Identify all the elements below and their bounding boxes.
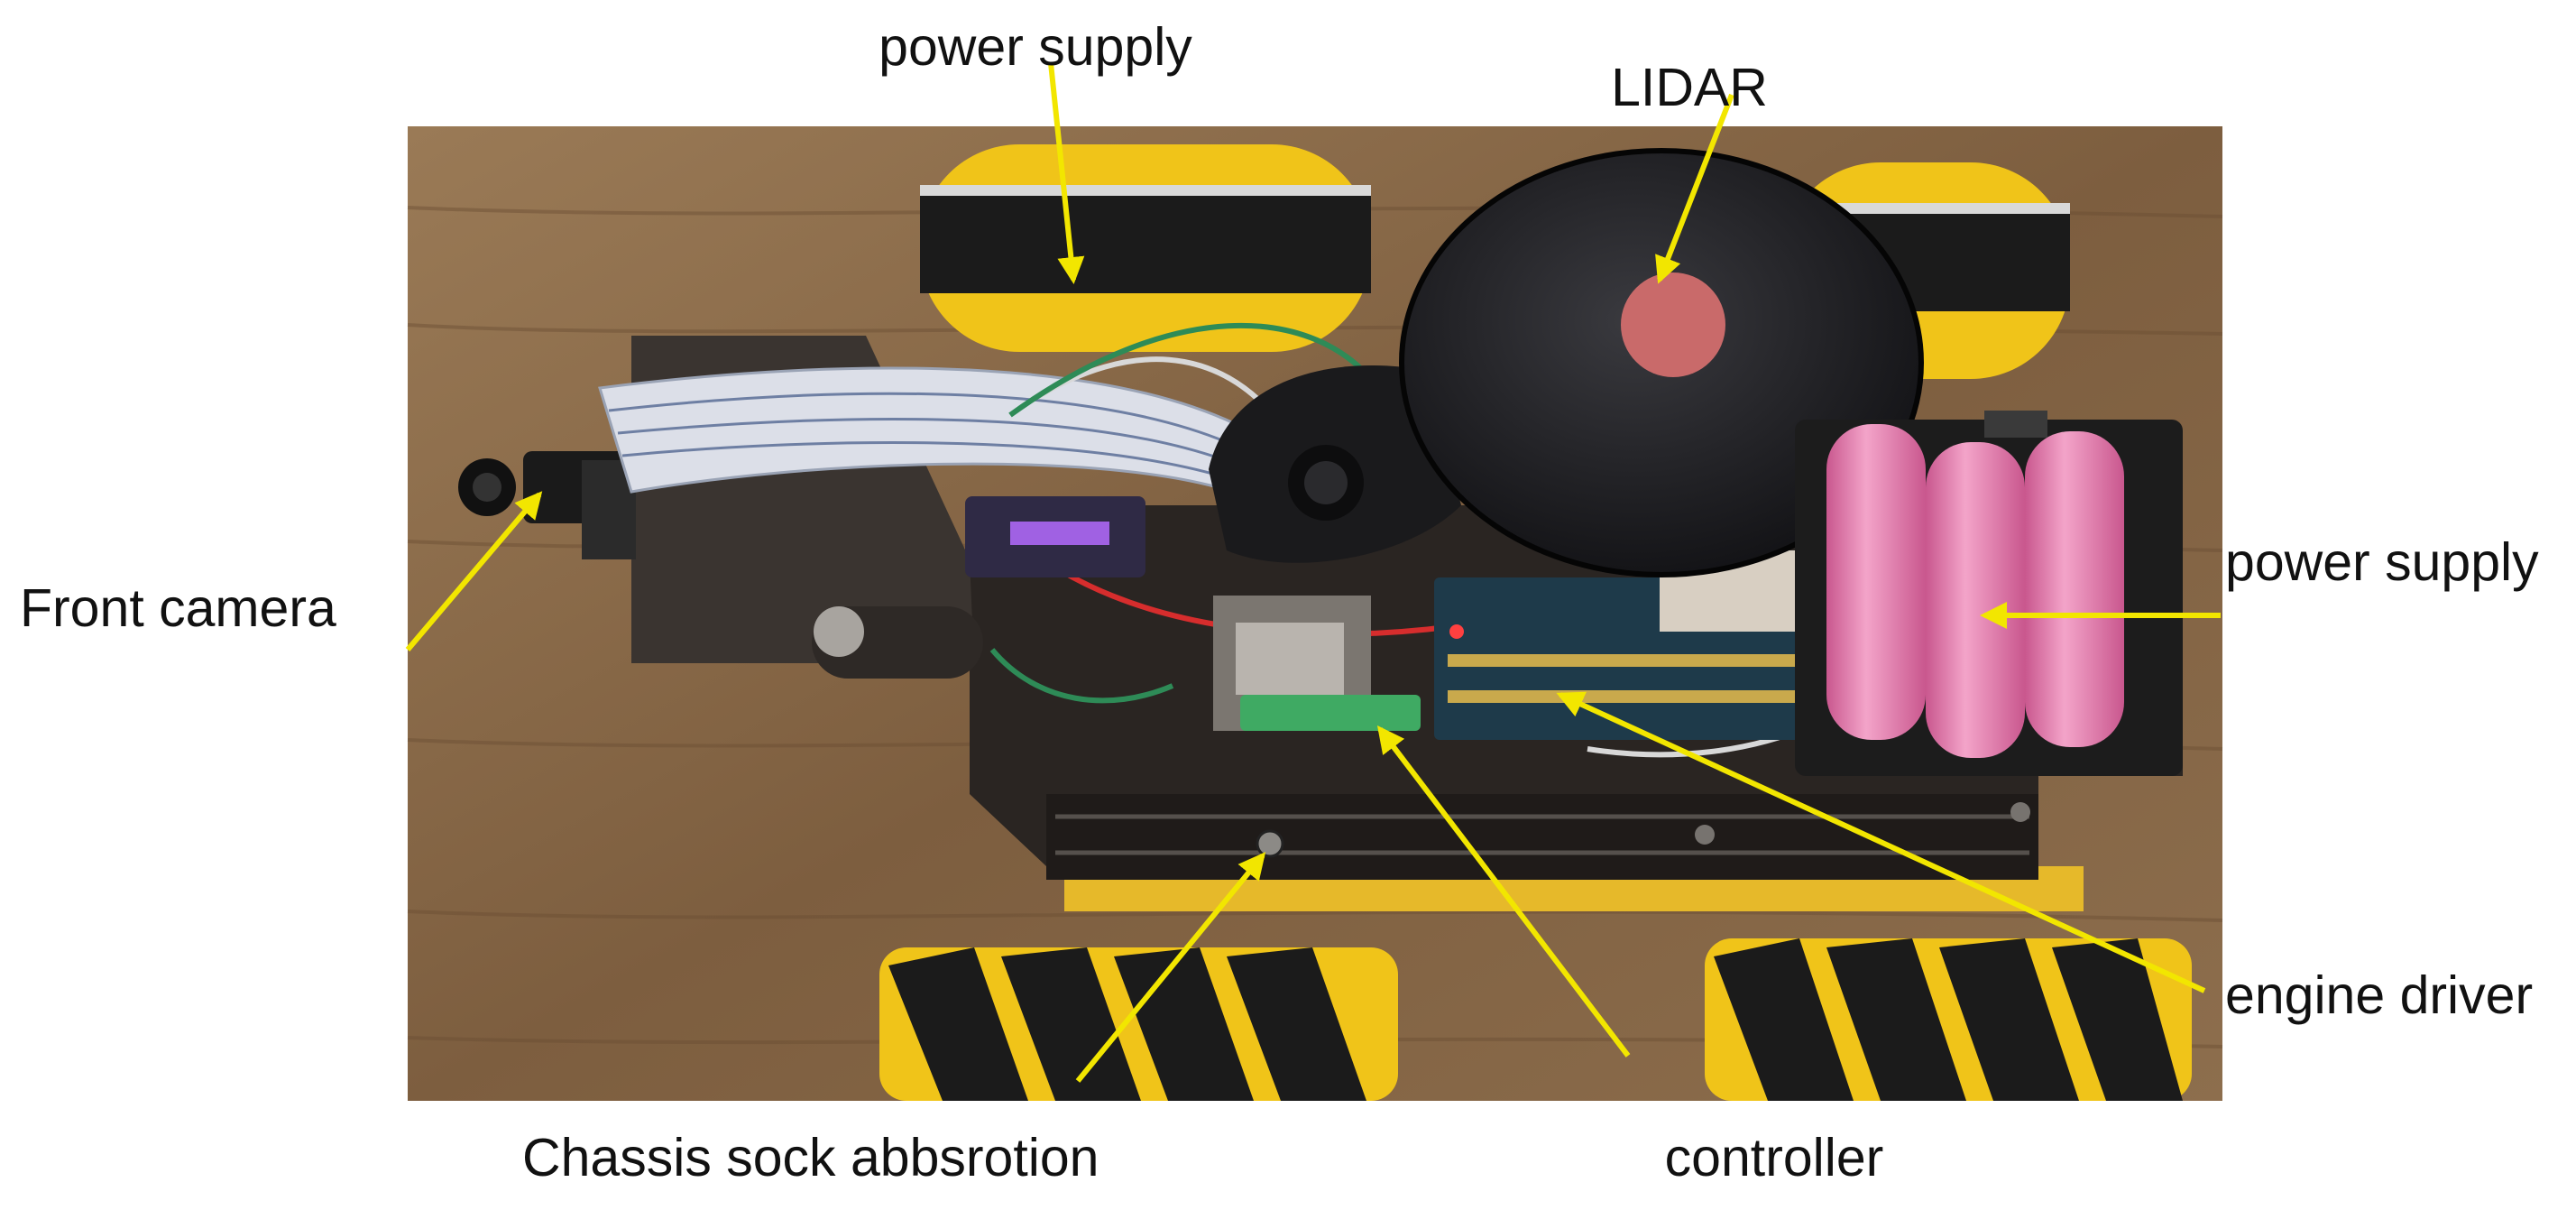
ribbon-cable <box>598 366 1237 494</box>
arrow-front-camera <box>405 491 543 651</box>
controller-board <box>1213 596 1421 731</box>
arrow-engine-driver <box>1556 691 2206 993</box>
label-controller: controller <box>1665 1128 1884 1187</box>
wheel-front-right <box>1705 938 2192 1101</box>
label-power-supply-right: power supply <box>2225 532 2539 592</box>
lidar-center <box>1621 272 1725 377</box>
callout-arrows <box>405 62 2221 1083</box>
wheel-front-left <box>879 947 1398 1101</box>
battery-pack <box>1795 411 2183 776</box>
battery-cell <box>1826 424 1926 740</box>
label-chassis-shock: Chassis sock abbsrotion <box>522 1128 1099 1187</box>
battery-cell <box>1926 442 2025 758</box>
lidar-unit <box>1209 148 1924 577</box>
engine-driver-board <box>1434 550 1831 740</box>
battery-cell <box>2025 431 2124 747</box>
label-lidar: LIDAR <box>1611 58 1768 117</box>
label-power-supply-top: power supply <box>879 17 1192 77</box>
arrow-controller <box>1376 725 1631 1058</box>
robot-photo <box>407 126 2223 1101</box>
shock-absorber-screw <box>1256 829 1284 858</box>
label-engine-driver: engine driver <box>2225 965 2533 1025</box>
arrow-power-supply-top <box>1048 62 1085 284</box>
arrow-chassis-shock <box>1075 852 1266 1083</box>
arrow-lidar <box>1655 93 1734 284</box>
wheel-rear-left <box>920 144 1371 352</box>
label-front-camera: Front camera <box>20 578 336 638</box>
